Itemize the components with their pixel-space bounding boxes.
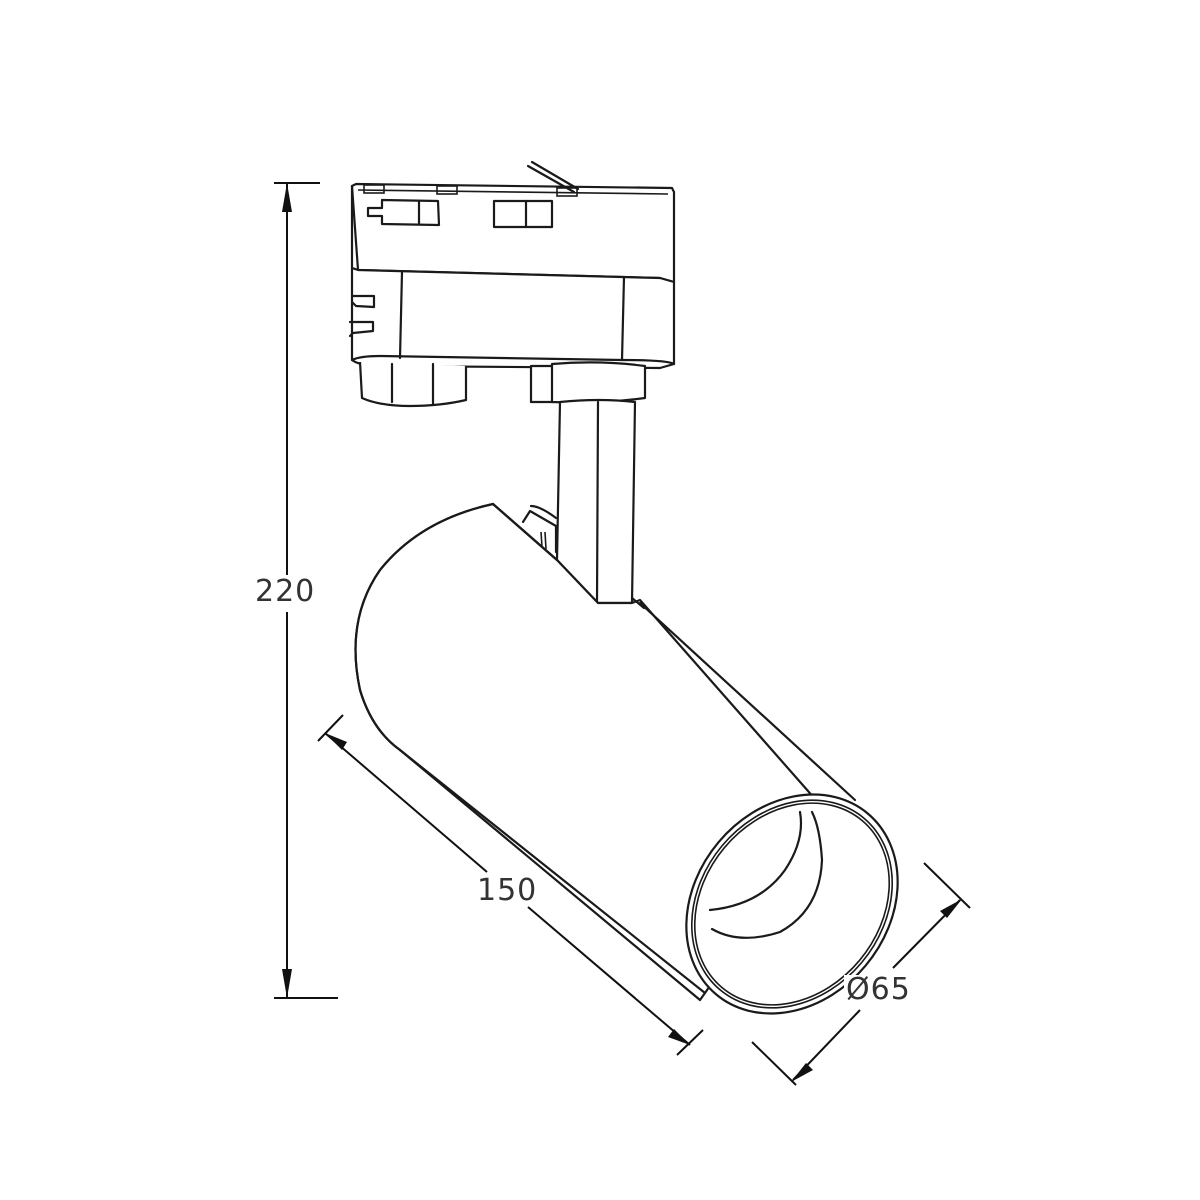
front-aperture — [685, 793, 899, 1015]
dimension-diameter — [751, 862, 971, 1086]
dimension-length — [317, 714, 704, 1056]
height-dimension-label: 220 — [253, 574, 318, 609]
dimension-height — [274, 182, 338, 999]
diameter-dimension-label: Ø65 — [844, 972, 913, 1007]
track-adapter — [348, 160, 676, 370]
hex-nut — [358, 361, 468, 408]
stem-collar — [529, 361, 647, 605]
length-dimension-label: 150 — [475, 873, 540, 908]
